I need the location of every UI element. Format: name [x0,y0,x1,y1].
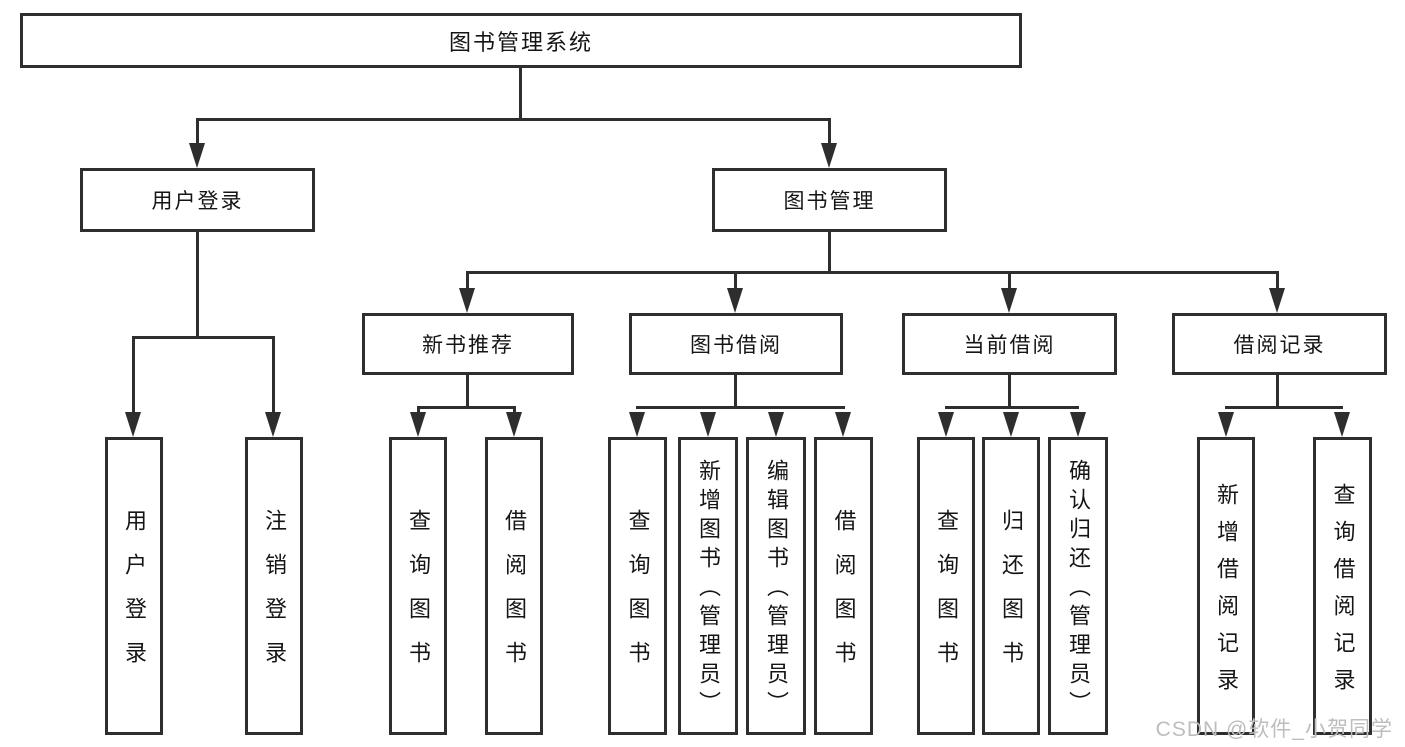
connector-nb-child1-drop [417,406,420,416]
connector-bookborrow-stem [734,375,737,408]
node-book-borrow: 图书借阅 [629,313,843,375]
connector-bookborrow-bus [636,406,845,409]
leaf-bb-query-book: 查询图书 [608,437,667,735]
connector-userlogin-stem [196,232,199,336]
arrow-cb-child3-icon [1070,412,1086,437]
leaf-bb-add-book-admin: 新增图书（管理员） [678,437,738,735]
connector-level2-bus [197,118,831,121]
node-borrow-records-label: 借阅记录 [1233,334,1326,357]
node-current-borrow-label: 当前借阅 [963,334,1056,357]
leaf-cb-query-book: 查询图书 [917,437,975,735]
leaf-br-add-record: 新增借阅记录 [1197,437,1255,735]
arrow-currentborrow-icon [1001,288,1017,313]
leaf-logout-label: 注销登录 [262,509,287,685]
connector-nb-child2-drop [513,406,516,416]
arrow-bb-child4-icon [835,412,851,437]
leaf-cb-confirm-return-admin: 确认归还（管理员） [1048,437,1108,735]
node-root-label: 图书管理系统 [448,29,593,55]
arrow-newbook-icon [459,288,475,313]
arrow-ul-child1-icon [125,412,141,437]
leaf-cb-confirm-return-admin-label: 确认归还（管理员） [1066,459,1091,720]
arrow-bb-child3-icon [768,412,784,437]
connector-currentborrow-drop [1008,271,1011,291]
leaf-bb-borrow-book-label: 借阅图书 [831,509,857,685]
arrow-bb-child1-icon [629,412,645,437]
arrow-br-child1-icon [1218,412,1234,437]
node-book-mgmt: 图书管理 [712,168,947,232]
arrow-bookborrow-icon [727,288,743,313]
node-current-borrow: 当前借阅 [902,313,1117,375]
leaf-bb-edit-book-admin-label: 编辑图书（管理员） [764,459,789,720]
node-user-login-label: 用户登录 [151,190,244,213]
connector-currentborrow-bus [945,406,1079,409]
connector-ul-child2-drop [272,336,275,416]
leaf-nb-query-book-label: 查询图书 [406,509,431,685]
leaf-bb-add-book-admin-label: 新增图书（管理员） [696,459,721,720]
arrow-ul-child2-icon [265,412,281,437]
node-new-book-rec-label: 新书推荐 [422,334,514,357]
connector-bookmgmt-drop [828,118,831,146]
connector-records-stem [1276,375,1279,408]
arrow-cb-child2-icon [1003,412,1019,437]
watermark: CSDN @软件_小贺同学 [1155,718,1393,741]
node-new-book-rec: 新书推荐 [362,313,574,375]
arrow-records-icon [1269,288,1285,313]
leaf-cb-query-book-label: 查询图书 [934,509,959,685]
connector-userlogin-drop [196,118,199,146]
leaf-user-login: 用户登录 [105,437,163,735]
connector-newbook-drop [466,271,469,291]
connector-records-bus [1225,406,1343,409]
connector-currentborrow-stem [1008,375,1011,408]
node-book-mgmt-label: 图书管理 [783,190,876,213]
leaf-br-query-record: 查询借阅记录 [1313,437,1372,735]
connector-newbook-stem [466,375,469,408]
node-book-borrow-label: 图书借阅 [690,334,782,357]
node-borrow-records: 借阅记录 [1172,313,1387,375]
connector-level3-bus [466,271,1279,274]
connector-newbook-bus [417,406,516,409]
arrow-userlogin-icon [189,143,205,168]
arrow-cb-child1-icon [938,412,954,437]
arrow-nb-child1-icon [410,412,426,437]
connector-ul-child1-drop [132,336,135,416]
arrow-bb-child2-icon [700,412,716,437]
leaf-br-add-record-label: 新增借阅记录 [1214,482,1239,705]
connector-bookborrow-drop [734,271,737,291]
leaf-nb-query-book: 查询图书 [389,437,447,735]
arrow-br-child2-icon [1334,412,1350,437]
connector-root-stem [519,68,522,120]
leaf-nb-borrow-book: 借阅图书 [485,437,543,735]
leaf-cb-return-book: 归还图书 [982,437,1040,735]
connector-records-drop [1276,271,1279,291]
leaf-nb-borrow-book-label: 借阅图书 [502,509,527,685]
arrow-bookmgmt-icon [821,143,837,168]
node-root: 图书管理系统 [20,13,1022,68]
leaf-bb-query-book-label: 查询图书 [625,509,651,685]
leaf-logout: 注销登录 [245,437,303,735]
node-user-login: 用户登录 [80,168,315,232]
leaf-bb-edit-book-admin: 编辑图书（管理员） [746,437,806,735]
leaf-br-query-record-label: 查询借阅记录 [1330,482,1356,705]
connector-userlogin-bus [132,336,275,339]
connector-bookmgmt-stem [828,232,831,274]
arrow-nb-child2-icon [506,412,522,437]
leaf-bb-borrow-book: 借阅图书 [814,437,873,735]
leaf-user-login-label: 用户登录 [122,509,147,685]
leaf-cb-return-book-label: 归还图书 [999,509,1024,685]
